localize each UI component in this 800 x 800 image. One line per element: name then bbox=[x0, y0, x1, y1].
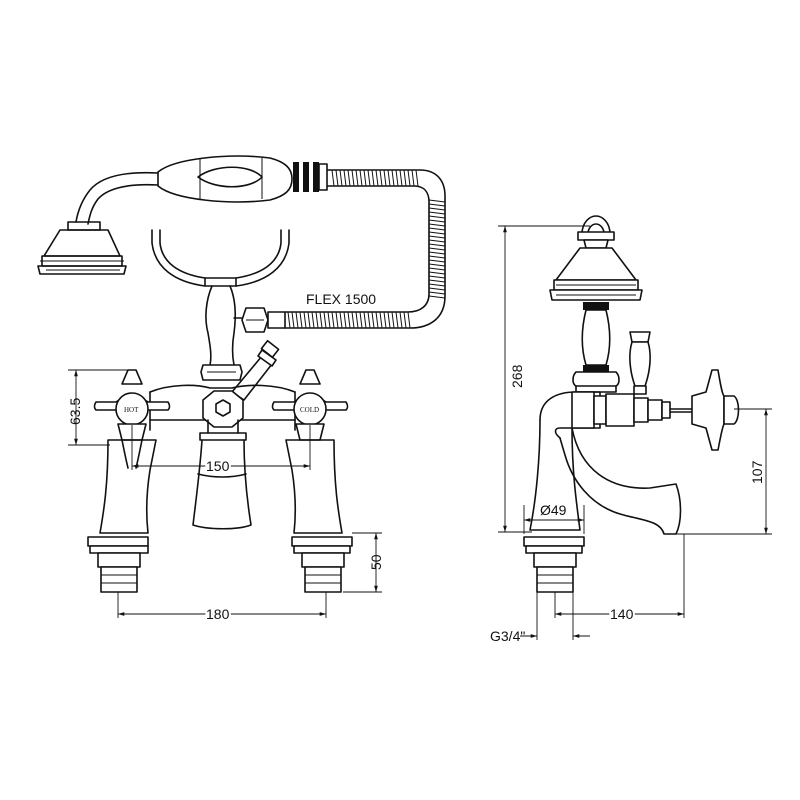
front-dimensions: 63.5 150 180 50 bbox=[67, 369, 384, 624]
flexible-hose: FLEX 1500 bbox=[284, 169, 446, 329]
dim-outer-width: 180 bbox=[206, 606, 230, 622]
side-view: 268 107 Ø49 140 G3/4" bbox=[490, 215, 772, 644]
dim-spout-reach: 140 bbox=[610, 606, 634, 622]
cold-tap: COLD bbox=[271, 369, 353, 593]
hot-tap: HOT bbox=[87, 369, 171, 593]
dim-handle-height: 63.5 bbox=[67, 398, 83, 425]
side-dimensions: 268 107 Ø49 140 G3/4" bbox=[490, 225, 772, 644]
hot-label: HOT bbox=[124, 406, 139, 414]
dim-tail-length: 50 bbox=[368, 554, 384, 570]
shower-handset bbox=[37, 155, 328, 275]
hose-length-label: FLEX 1500 bbox=[306, 291, 376, 307]
cold-label: COLD bbox=[300, 406, 319, 414]
dim-tap-centres: 150 bbox=[206, 458, 230, 474]
side-diverter-lever bbox=[629, 331, 651, 395]
dim-spout-height: 107 bbox=[749, 460, 765, 484]
dim-thread: G3/4" bbox=[490, 628, 525, 644]
side-shower-head bbox=[549, 215, 643, 301]
front-view: FLEX 1500 bbox=[37, 155, 446, 624]
dim-base-diameter: Ø49 bbox=[540, 502, 567, 518]
dim-overall-height: 268 bbox=[509, 364, 525, 388]
side-base bbox=[523, 536, 585, 593]
side-body bbox=[529, 369, 740, 535]
shower-cradle bbox=[151, 229, 290, 381]
side-handset bbox=[572, 302, 620, 393]
